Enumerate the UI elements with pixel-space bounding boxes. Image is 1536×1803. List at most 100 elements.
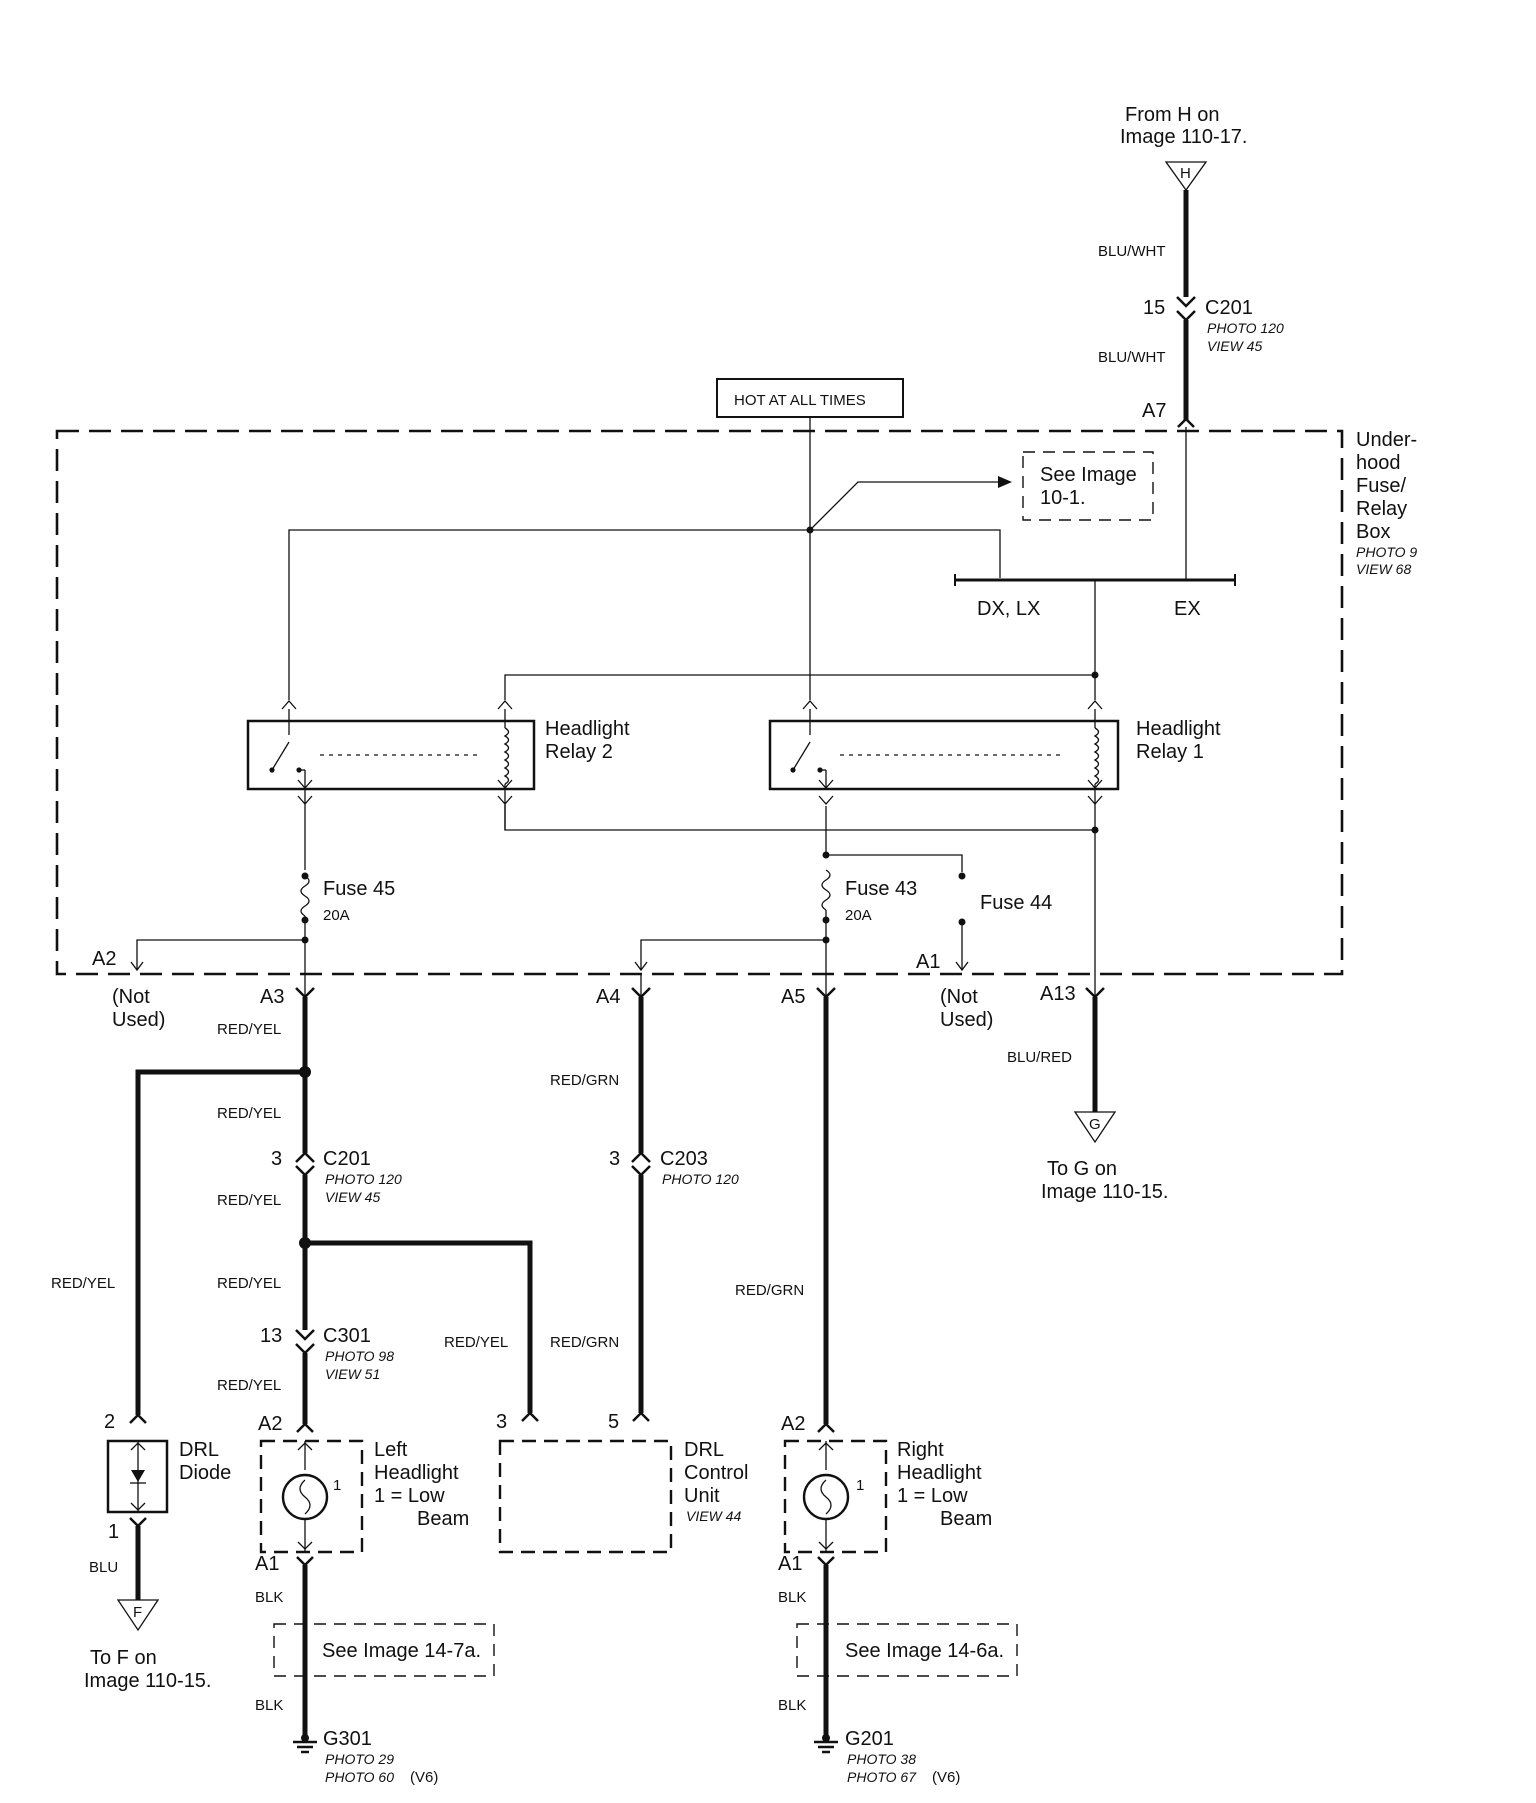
fuse-box-photo: PHOTO 9 — [1356, 544, 1417, 560]
fuse-45-rating: 20A — [323, 907, 350, 924]
drl-diode: 2 DRL Diode 1 — [104, 1411, 231, 1543]
from-h-feed: From H on Image 110-17. H BLU/WHT 15 C20… — [1098, 104, 1284, 428]
a2-not-used-1: (Not — [112, 986, 150, 1008]
relay-1-label-1: Headlight — [1136, 718, 1221, 740]
diode-pin-1: 1 — [108, 1521, 119, 1543]
c201-mid-name: C201 — [323, 1148, 371, 1170]
g201-photo-1: PHOTO 38 — [847, 1751, 916, 1767]
connector-g-letter: G — [1089, 1116, 1101, 1133]
pin-a7: A7 — [1142, 400, 1166, 422]
wire-red-yel-5: RED/YEL — [217, 1275, 281, 1292]
drl-pin-5: 5 — [608, 1411, 619, 1433]
c301-photo: PHOTO 98 — [325, 1348, 394, 1364]
fuse-box-label-5: Box — [1356, 521, 1390, 543]
c201-mid-photo: PHOTO 120 — [325, 1171, 402, 1187]
relay-1-label-2: Relay 1 — [1136, 741, 1204, 763]
connector-f-letter: F — [133, 1604, 142, 1621]
fuse-box-label-1: Under- — [1356, 429, 1417, 451]
diode-pin-2: 2 — [104, 1411, 115, 1433]
fuse-box-label-3: Fuse/ — [1356, 475, 1406, 497]
fuse-43-name: Fuse 43 — [845, 878, 917, 900]
left-lamp-pin: 1 — [333, 1477, 341, 1494]
drl-pin-3: 3 — [496, 1411, 507, 1433]
c301-name: C301 — [323, 1325, 371, 1347]
from-h-label-1: From H on — [1125, 104, 1219, 126]
c201-top-photo: PHOTO 120 — [1207, 320, 1284, 336]
pin-a13: A13 — [1040, 983, 1076, 1005]
g201-v6: (V6) — [932, 1769, 960, 1786]
fuse-44: Fuse 44 — [955, 872, 1052, 972]
wire-red-grn-1: RED/GRN — [550, 1072, 619, 1089]
wire-blu-wht-1: BLU/WHT — [1098, 243, 1166, 260]
fuse-box-label: Under- hood Fuse/ Relay Box PHOTO 9 VIEW… — [1356, 429, 1417, 577]
drl-control-view: VIEW 44 — [686, 1508, 741, 1524]
a1-not-used-2: Used) — [940, 1009, 993, 1031]
right-headlight-label-1: Right — [897, 1439, 944, 1461]
wire-blu-wht-2: BLU/WHT — [1098, 349, 1166, 366]
drl-control-label-3: Unit — [684, 1485, 720, 1507]
pin-a3: A3 — [260, 986, 284, 1008]
drl-control-unit: 3 5 DRL Control Unit VIEW 44 — [496, 1411, 748, 1554]
to-f-label-2: Image 110-15. — [84, 1670, 212, 1692]
g301-photo-1: PHOTO 29 — [325, 1751, 394, 1767]
drl-diode-label-2: Diode — [179, 1462, 231, 1484]
from-h-label-2: Image 110-17. — [1120, 126, 1248, 148]
left-headlight-pin-a2: A2 — [258, 1413, 282, 1435]
ground-g301: G301 PHOTO 29 PHOTO 60 (V6) — [293, 1728, 438, 1786]
drl-control-label-1: DRL — [684, 1439, 724, 1461]
see-image-14-6a: See Image 14-6a. — [845, 1640, 1004, 1662]
wire-red-yel-6: RED/YEL — [444, 1334, 508, 1351]
a2-not-used-2: Used) — [112, 1009, 165, 1031]
g201-name: G201 — [845, 1728, 894, 1750]
g301-v6: (V6) — [410, 1769, 438, 1786]
underhood-fuse-relay-box — [55, 429, 1344, 976]
see-image-14-6a-box — [796, 1623, 1018, 1677]
see-image-10-1-label-1: See Image — [1040, 464, 1137, 486]
fuse-45: Fuse 45 20A — [300, 872, 395, 975]
headlight-relay-2: Headlight Relay 2 — [246, 700, 630, 870]
right-headlight-label-3: 1 = Low — [897, 1485, 968, 1507]
headlight-relay-1: Headlight Relay 1 — [768, 700, 1221, 805]
c201-top-view: VIEW 45 — [1207, 338, 1262, 354]
left-headlight-label-1: Left — [374, 1439, 408, 1461]
pin-a2: A2 — [92, 948, 116, 970]
hot-at-all-times-label: HOT AT ALL TIMES — [734, 392, 866, 409]
c301-view: VIEW 51 — [325, 1366, 380, 1382]
right-headlight-pin-a1: A1 — [778, 1553, 802, 1575]
see-image-14-7a-box — [273, 1623, 495, 1677]
left-headlight-label-3: 1 = Low — [374, 1485, 445, 1507]
a1-not-used-1: (Not — [940, 986, 978, 1008]
connector-h-triangle — [1164, 161, 1208, 192]
c203-name: C203 — [660, 1148, 708, 1170]
wire-blk-1: BLK — [255, 1589, 283, 1606]
drl-control-label-2: Control — [684, 1462, 748, 1484]
option-dx-lx: DX, LX — [977, 598, 1040, 620]
relay-2-label-1: Headlight — [545, 718, 630, 740]
to-g-label-2: Image 110-15. — [1041, 1181, 1169, 1203]
left-headlight: A2 1 Left Headlight 1 = Low Beam A1 — [255, 1413, 469, 1575]
connector-f-triangle — [116, 1599, 160, 1632]
c301-pin: 13 — [260, 1325, 282, 1347]
wire-blu-red: BLU/RED — [1007, 1049, 1072, 1066]
left-headlight-label-4: Beam — [417, 1508, 469, 1530]
connector-g-triangle — [1073, 1111, 1117, 1144]
relay-2-label-2: Relay 2 — [545, 741, 613, 763]
option-ex: EX — [1174, 598, 1201, 620]
c203-photo: PHOTO 120 — [662, 1171, 739, 1187]
wire-blk-2: BLK — [255, 1697, 283, 1714]
connector-h-letter: H — [1180, 165, 1191, 182]
c203-pin: 3 — [609, 1148, 620, 1170]
right-headlight-pin-a2: A2 — [781, 1413, 805, 1435]
right-headlight-label-2: Headlight — [897, 1462, 982, 1484]
to-f-label-1: To F on — [90, 1647, 157, 1669]
c201-top-pin: 15 — [1143, 297, 1165, 319]
g301-name: G301 — [323, 1728, 372, 1750]
see-image-14-7a: See Image 14-7a. — [322, 1640, 481, 1662]
fuse-box-label-4: Relay — [1356, 498, 1407, 520]
c201-mid-pin: 3 — [271, 1148, 282, 1170]
fuse-43: Fuse 43 20A — [821, 806, 963, 975]
right-headlight-label-4: Beam — [940, 1508, 992, 1530]
right-headlight: A2 1 Right Headlight 1 = Low Beam A1 — [778, 1413, 992, 1575]
